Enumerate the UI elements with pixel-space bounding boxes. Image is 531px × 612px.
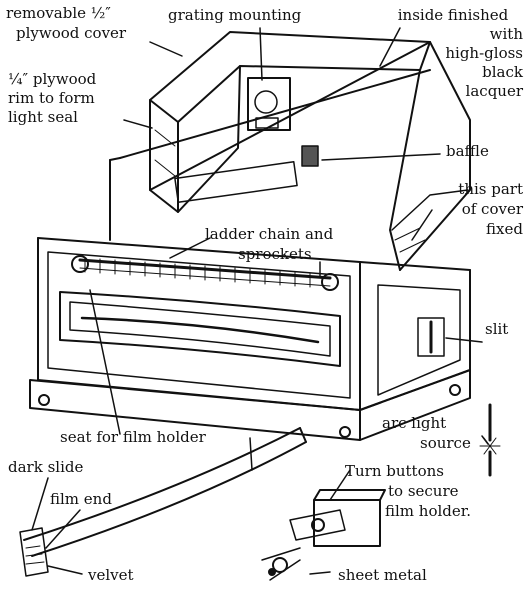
leader-lines: [31, 27, 489, 575]
label-cover-fixed-line2: of cover: [461, 200, 523, 218]
label-slit: slit: [485, 320, 509, 338]
label-seat-film-holder: seat for film holder: [60, 428, 206, 446]
film-holder-curved: [19, 427, 307, 577]
label-sheet-metal: sheet metal: [338, 566, 427, 584]
label-inside-finished-line2: with: [489, 25, 523, 43]
box-base: [29, 369, 471, 441]
label-arc-light-line1: arc light: [382, 414, 447, 432]
arc-light-source: [479, 403, 501, 477]
label-dark-slide: dark slide: [8, 458, 84, 476]
turn-button-detail: [261, 489, 386, 581]
label-removable-cover-line1: removable ½″: [6, 4, 111, 22]
label-cover-fixed-line3: fixed: [486, 220, 523, 238]
baffle: [174, 145, 319, 203]
label-arc-light-line2: source: [420, 434, 471, 452]
fixed-cover-part: [389, 41, 471, 271]
label-film-end: film end: [50, 490, 112, 508]
label-plywood-rim-line1: ¼″ plywood: [8, 70, 97, 88]
label-turn-buttons-line3: film holder.: [385, 502, 472, 520]
label-inside-finished-line1: inside finished: [397, 6, 509, 24]
label-velvet: velvet: [88, 566, 134, 584]
label-inside-finished-line3: high-gloss: [445, 44, 523, 62]
label-baffle: baffle: [446, 142, 489, 160]
label-removable-cover-line2: plywood cover: [16, 24, 127, 42]
film-holder-seat: [59, 291, 341, 367]
label-inside-finished-line4: black: [482, 63, 523, 81]
label-cover-fixed-line1: this part: [458, 180, 523, 198]
slit: [417, 317, 445, 357]
label-plywood-rim-line3: light seal: [8, 108, 78, 126]
label-grating-mounting: grating mounting: [168, 6, 302, 24]
label-turn-buttons-line1: Turn buttons: [345, 462, 444, 480]
ladder-chain-sprockets: [71, 255, 339, 291]
label-ladder-chain-line1: ladder chain and: [205, 225, 334, 243]
inner-slope: [109, 41, 431, 241]
label-plywood-rim-line2: rim to form: [8, 89, 95, 107]
label-turn-buttons-line2: to secure: [388, 482, 459, 500]
label-inside-finished-line5: lacquer: [465, 82, 523, 100]
grating-mounting: [247, 77, 291, 131]
label-ladder-chain-line2: sprockets: [238, 245, 312, 263]
